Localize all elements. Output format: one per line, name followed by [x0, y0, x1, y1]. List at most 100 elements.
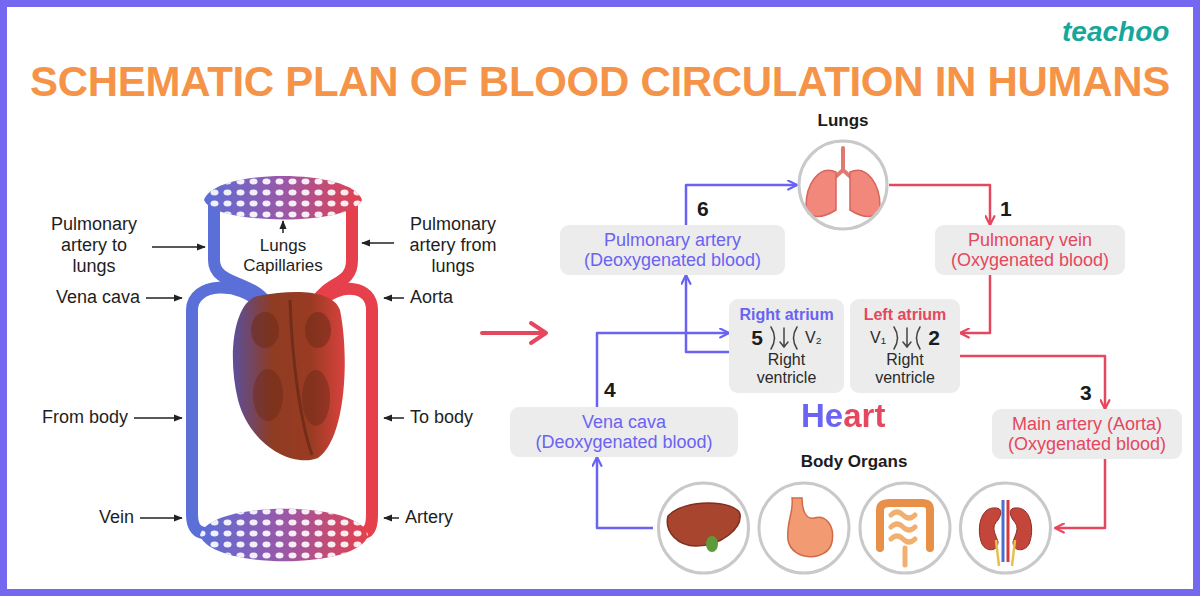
- organ-circle: Lungs: [797, 139, 889, 231]
- capillary-mesh: [200, 509, 368, 562]
- organ-circle-outline: [961, 483, 1051, 573]
- callout-number: 6: [697, 197, 709, 221]
- flow-connector: [686, 275, 729, 352]
- node-heading: Lungs: [757, 110, 929, 132]
- label-holder: Lungs Capillaries: [237, 236, 329, 276]
- title-holder: SCHEMATIC PLAN OF BLOOD CIRCULATION IN H…: [0, 58, 1200, 106]
- leader-arrow: [384, 417, 404, 419]
- flow-connector: [597, 457, 653, 528]
- vessel-box: Pulmonary vein(Oxygenated blood): [935, 225, 1125, 275]
- label-holder: To body: [410, 407, 473, 428]
- part-label: Lungs Capillaries: [237, 236, 329, 276]
- flow-connector: [686, 185, 797, 225]
- leader-arrow: [146, 297, 182, 299]
- chamber-row: 5 V₂: [751, 325, 822, 351]
- leader-arrow: [134, 417, 182, 419]
- label-holder: Pulmonary artery to lungs: [40, 214, 148, 277]
- callout-number: 4: [604, 378, 616, 402]
- part-label: Artery: [405, 507, 453, 528]
- organ-circle-outline: [799, 141, 887, 229]
- vessel-text: (Oxygenated blood): [947, 250, 1113, 270]
- chamber-heading: Right atrium: [739, 305, 833, 325]
- flow-connector: [597, 333, 729, 407]
- callout-number: 5: [751, 326, 763, 350]
- flow-connector: [889, 185, 990, 225]
- chamber-text: Right ventricle: [863, 351, 947, 387]
- leader-arrow: [362, 242, 394, 244]
- part-label: Vena cava: [56, 287, 140, 308]
- vessel-text: Pulmonary vein: [947, 230, 1113, 250]
- part-label: Pulmonary artery from lungs: [398, 214, 508, 277]
- valve-lines: [771, 327, 797, 349]
- liver-drawing: [667, 503, 740, 546]
- heart-chamber: [302, 370, 330, 426]
- leader-arrow: [384, 297, 404, 299]
- organ-circle-outline: [860, 483, 950, 573]
- kidney-artery-drawing: [1007, 500, 1010, 562]
- part-label: Vein: [99, 507, 134, 528]
- heart-label: Heart: [801, 397, 885, 435]
- vessel-text: Vena cava: [522, 412, 726, 432]
- vessel-text: (Deoxygenated blood): [522, 432, 726, 452]
- label-holder: Aorta: [410, 287, 453, 308]
- valve-lines: [894, 327, 920, 349]
- vessel-box: Vena cava(Deoxygenated blood): [510, 407, 738, 457]
- label-holder: 3: [1080, 381, 1092, 405]
- vessel-text: Main artery (Aorta): [1004, 414, 1170, 434]
- lung-drawing: [806, 170, 836, 216]
- leader-arrow: [282, 221, 284, 233]
- heart-chamber-box: Right atrium5 V₂Right ventricle: [729, 299, 844, 393]
- leader-arrow: [384, 517, 399, 519]
- small-intestine-drawing: [891, 512, 915, 565]
- label-holder: Vein: [99, 507, 134, 528]
- label-holder: 6: [697, 197, 709, 221]
- organ-circle-outline: [759, 483, 849, 573]
- vessel-text: (Deoxygenated blood): [572, 250, 773, 270]
- vessel-text: Pulmonary artery: [572, 230, 773, 250]
- gallbladder-drawing: [706, 536, 718, 552]
- node-outline: [653, 480, 1055, 576]
- label-holder: From body: [42, 407, 128, 428]
- part-label: Pulmonary artery to lungs: [40, 214, 148, 277]
- heart-chamber-box: Left atriumV₁ 2Right ventricle: [850, 299, 960, 393]
- capillary-mesh: [204, 176, 362, 220]
- label-holder: Heart: [801, 397, 885, 435]
- valve-label: V₁: [870, 327, 886, 349]
- heart-chamber: [251, 312, 279, 348]
- lung-capillary-bed: [204, 176, 362, 220]
- chamber-text: Right ventricle: [745, 351, 829, 387]
- chamber-row: V₁ 2: [870, 325, 940, 351]
- label-holder: 4: [604, 378, 616, 402]
- transition-arrow-head: [531, 323, 546, 343]
- part-label: To body: [410, 407, 473, 428]
- part-label: From body: [42, 407, 128, 428]
- chamber-heading: Left atrium: [864, 305, 947, 325]
- node-heading: Body Organs: [613, 451, 1095, 473]
- stomach-drawing: [788, 498, 833, 557]
- label-holder: 1: [1000, 197, 1012, 221]
- vessel-text: (Oxygenated blood): [1004, 434, 1170, 454]
- heart-chamber: [305, 312, 331, 348]
- label-holder: Vena cava: [56, 287, 140, 308]
- node-outline: [797, 139, 889, 231]
- kidney-vein-drawing: [1002, 500, 1005, 562]
- heart-chamber: [253, 369, 283, 421]
- leader-arrow: [140, 517, 182, 519]
- vessel-box: Pulmonary artery(Deoxygenated blood): [560, 225, 785, 275]
- valve-symbol: [766, 325, 802, 351]
- organ-circle-outline: [659, 483, 749, 573]
- label-holder: Artery: [405, 507, 453, 528]
- page-title: SCHEMATIC PLAN OF BLOOD CIRCULATION IN H…: [30, 58, 1170, 106]
- heart-drawing: [233, 292, 345, 460]
- body-capillary-bed: [200, 509, 368, 562]
- heart-septum: [290, 300, 312, 455]
- callout-number: 2: [928, 326, 940, 350]
- organ-group: Body Organs: [653, 480, 1055, 576]
- leader-arrow: [152, 246, 205, 248]
- vessel-box: Main artery (Aorta)(Oxygenated blood): [992, 409, 1182, 459]
- ureter-drawing: [996, 540, 1015, 566]
- lung-drawing: [850, 170, 880, 216]
- transition-arrow: [482, 331, 543, 335]
- valve-label: V₂: [805, 327, 822, 349]
